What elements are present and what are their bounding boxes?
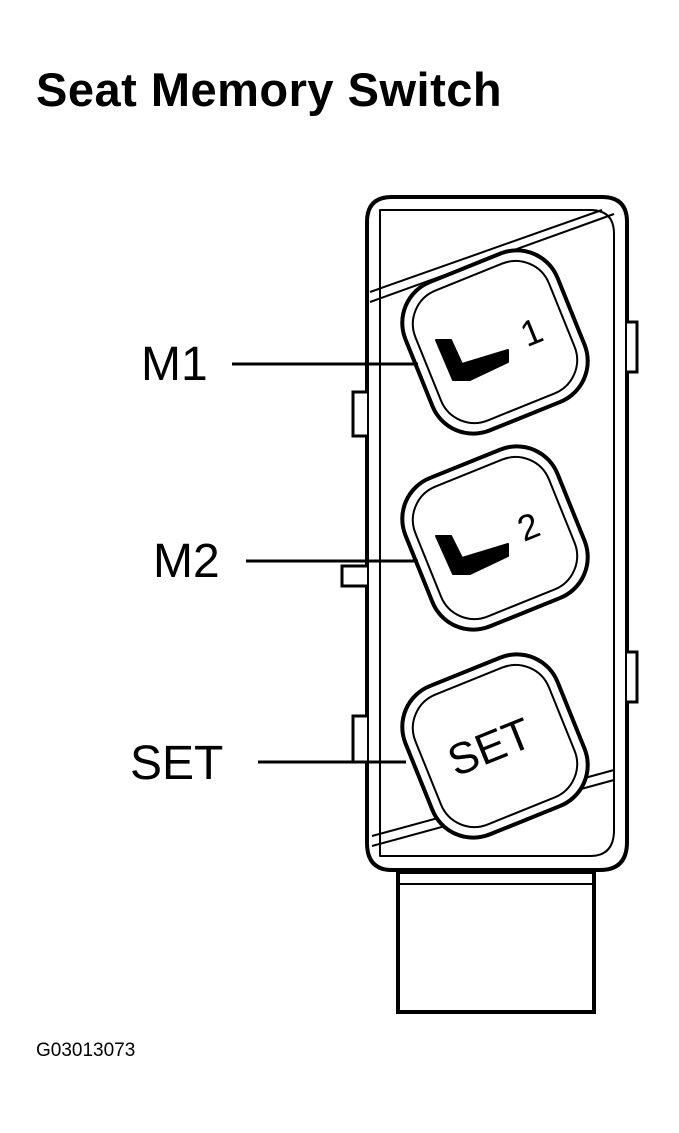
diagram-title: Seat Memory Switch — [36, 63, 503, 116]
seat-icon — [435, 535, 509, 575]
m1-button[interactable] — [389, 237, 601, 447]
m1-callout-label: M1 — [141, 338, 208, 391]
connector — [396, 870, 596, 1014]
figure-id: G03013073 — [36, 1040, 136, 1061]
callout-lines — [232, 362, 418, 764]
m2-button[interactable] — [389, 433, 601, 643]
set-callout-label: SET — [130, 737, 223, 790]
set-button[interactable] — [389, 641, 601, 851]
side-tabs — [340, 320, 639, 764]
seat-icon — [435, 339, 509, 381]
m2-callout-label: M2 — [153, 535, 220, 588]
